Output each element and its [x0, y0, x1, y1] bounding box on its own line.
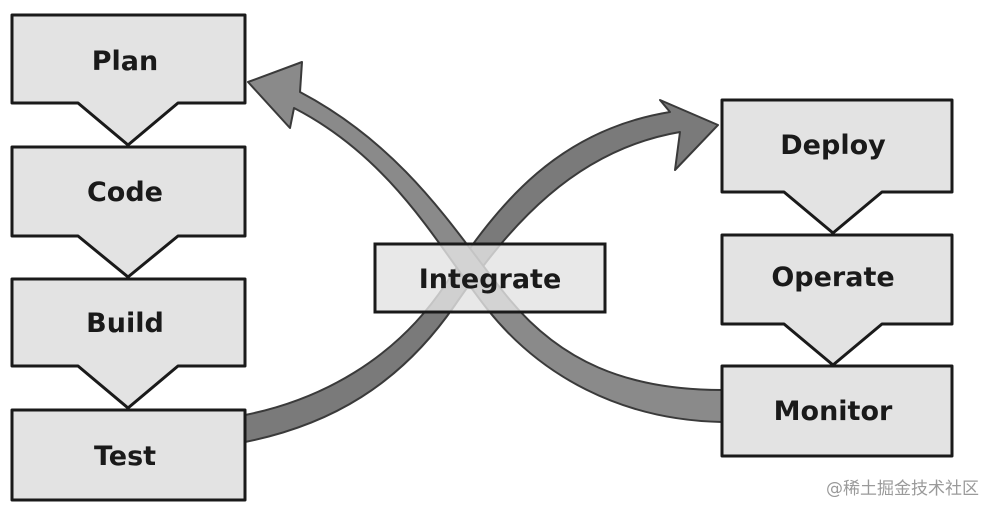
integrate-box — [373, 242, 607, 314]
operate-label: Operate — [771, 262, 894, 293]
code-box — [10, 145, 247, 279]
build-box — [10, 277, 247, 410]
test-box — [10, 408, 247, 502]
plan-box — [10, 13, 247, 147]
operate-box — [720, 233, 954, 367]
deploy-label: Deploy — [780, 130, 886, 161]
monitor-box — [720, 364, 954, 458]
plan-label: Plan — [92, 46, 159, 77]
arrow-test-to-deploy — [244, 99, 719, 443]
integrate-label: Integrate — [419, 264, 562, 295]
code-label: Code — [87, 177, 163, 208]
monitor-label: Monitor — [774, 396, 893, 427]
watermark: @稀土掘金技术社区 — [826, 479, 979, 499]
arrow-monitor-to-plan — [247, 61, 723, 423]
build-label: Build — [86, 308, 164, 339]
test-label: Test — [94, 441, 156, 472]
deploy-box — [720, 98, 954, 235]
